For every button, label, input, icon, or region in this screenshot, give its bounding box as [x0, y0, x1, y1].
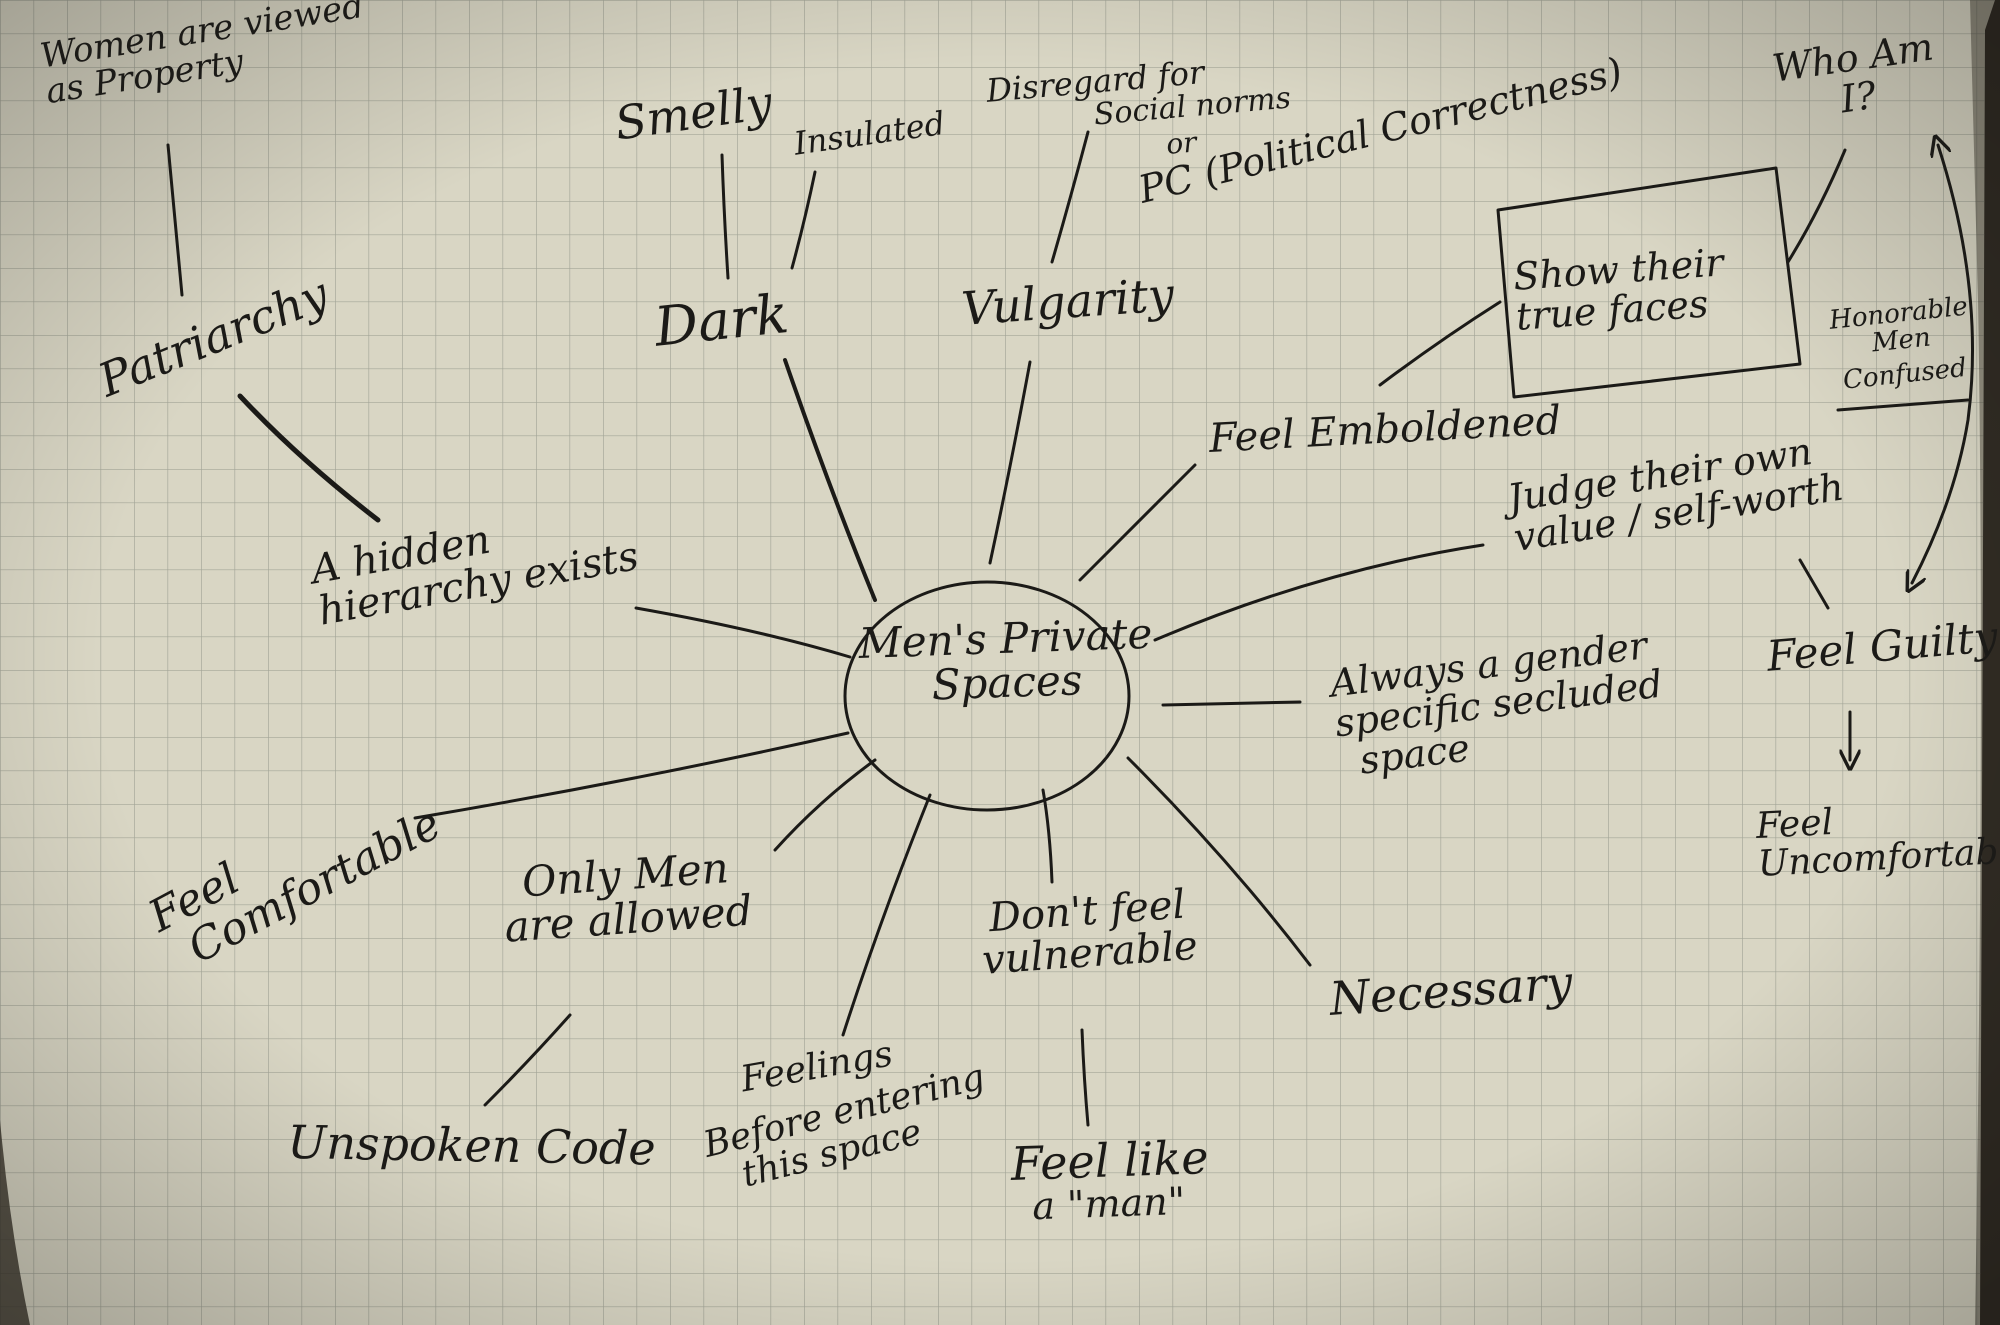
node-unspoken-code: Unspoken Code	[287, 1115, 657, 1176]
link-patriarchy-women	[166, 143, 184, 297]
link-only-men-unspoken	[483, 1013, 572, 1107]
unspoken-code-label: Unspoken Code	[287, 1115, 657, 1176]
link-dont-feel-man	[1080, 1028, 1090, 1127]
spoke-dont-feel	[1041, 788, 1054, 884]
spoke-only-men	[773, 758, 877, 852]
center-ellipse	[843, 580, 1131, 812]
node-true-faces: Show their true faces	[1512, 240, 1728, 338]
node-dont-feel: Don't feel vulnerable	[978, 882, 1199, 984]
node-dark: Dark	[652, 282, 792, 359]
feel-like-man-line-2: a "man"	[1031, 1179, 1186, 1229]
spoke-dark	[783, 358, 877, 602]
spoke-emboldened	[1078, 463, 1197, 582]
loop-arrow	[1912, 145, 1974, 583]
node-feel-like-man: Feel like a "man"	[1010, 1130, 1211, 1229]
link-dark-smelly	[720, 153, 730, 280]
spoke-comfortable	[413, 731, 850, 820]
link-emboldened-faces	[1378, 300, 1502, 387]
link-vulgarity-disregard	[1050, 130, 1090, 264]
link-faces-whoami	[1786, 148, 1847, 264]
spoke-gender	[1161, 700, 1302, 707]
node-only-men: Only Men are allowed	[500, 843, 754, 952]
node-uncomfortable: Feel Uncomfortable	[1755, 794, 2000, 885]
spoke-hidden-hierarchy	[634, 606, 852, 659]
link-dark-insulated	[790, 170, 817, 270]
ink-strokes	[166, 130, 1974, 1127]
spoke-judge	[1153, 543, 1485, 642]
true-faces-box	[1496, 166, 1802, 399]
spoke-vulgarity	[988, 360, 1032, 565]
center-topic: Men's Private Spaces	[858, 609, 1155, 710]
link-patriarchy-hidden	[237, 393, 381, 523]
spoke-feelings	[841, 793, 932, 1037]
node-honorable: Honorable Men Confused	[1828, 291, 1975, 395]
spoke-necessary	[1126, 756, 1312, 967]
link-judge-guilty	[1798, 558, 1830, 610]
